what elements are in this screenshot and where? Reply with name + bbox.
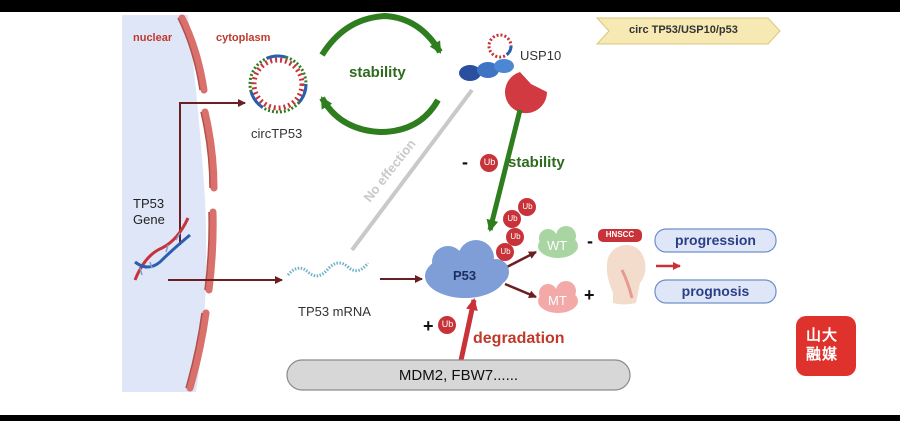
banner-label: circ TP53/USP10/p53 bbox=[629, 24, 738, 36]
stability-p53-label: stability bbox=[508, 154, 565, 171]
no-effection-line bbox=[350, 88, 474, 252]
stability-cycle-arrow-top bbox=[319, 12, 443, 57]
usp10-label: USP10 bbox=[520, 48, 562, 63]
bottom-frame-bar bbox=[0, 415, 900, 421]
mdm2-fbw7-label: MDM2, FBW7...... bbox=[398, 367, 519, 384]
nucleus-region bbox=[122, 15, 207, 392]
gene-to-circ-arrow bbox=[179, 99, 246, 245]
circtp53-label: circTP53 bbox=[251, 126, 303, 141]
logo-text-line1: 山大 bbox=[806, 327, 839, 344]
tp53-mrna-strand bbox=[286, 261, 370, 278]
stability-cycle-arrow-bottom bbox=[319, 96, 441, 136]
ub-degradation-icon bbox=[438, 316, 456, 334]
ub-stability-label: Ub bbox=[483, 157, 496, 167]
top-frame-bar bbox=[0, 0, 900, 12]
logo-text-line2: 融媒 bbox=[806, 346, 839, 363]
progression-pill bbox=[654, 228, 777, 253]
hnscc-label: HNSCC bbox=[605, 230, 635, 239]
cytoplasm-label: cytoplasm bbox=[216, 32, 271, 44]
tp53-gene-label-line2: Gene bbox=[133, 212, 165, 227]
wt-minus-sign: - bbox=[587, 231, 593, 251]
ub-cluster bbox=[496, 198, 536, 261]
degradation-label: degradation bbox=[473, 330, 565, 347]
p53-to-mt-arrow bbox=[504, 282, 537, 299]
ub-stability-icon bbox=[480, 154, 498, 172]
mt-plus-sign: + bbox=[584, 285, 595, 305]
ub-label-1: Ub bbox=[522, 202, 533, 211]
shanda-media-logo bbox=[796, 316, 856, 376]
degradation-arrow bbox=[457, 298, 478, 366]
tp53-gene-helix bbox=[133, 217, 191, 281]
prognosis-pill bbox=[654, 279, 777, 304]
p53-label: P53 bbox=[453, 268, 477, 283]
ub-label-4: Ub bbox=[500, 247, 511, 256]
nuclear-membrane bbox=[178, 14, 218, 392]
head-neck-icon bbox=[606, 245, 646, 305]
title-banner bbox=[595, 17, 781, 45]
progression-label: progression bbox=[675, 232, 756, 248]
usp10-protein bbox=[459, 33, 548, 114]
hnscc-badge bbox=[598, 229, 642, 242]
ub-label-2: Ub bbox=[507, 214, 518, 223]
nuclear-membrane-outline bbox=[177, 17, 211, 389]
mt-protein bbox=[538, 281, 578, 313]
nuclear-label: nuclear bbox=[133, 32, 173, 44]
prognosis-label: prognosis bbox=[681, 283, 750, 299]
mdm2-fbw7-pill bbox=[286, 359, 631, 391]
usp10-stability-arrow bbox=[486, 109, 523, 232]
ub-degradation-label: Ub bbox=[441, 319, 454, 329]
circtp53-ring bbox=[248, 54, 308, 114]
tp53-mrna-label: TP53 mRNA bbox=[298, 304, 371, 319]
degradation-plus-sign: + bbox=[423, 316, 434, 336]
wt-label: WT bbox=[547, 238, 568, 253]
p53-to-wt-arrow bbox=[504, 250, 537, 270]
ub-label-3: Ub bbox=[510, 232, 521, 241]
mt-label: MT bbox=[548, 293, 567, 308]
tp53-gene-label-line1: TP53 bbox=[133, 196, 165, 211]
p53-protein bbox=[425, 240, 509, 298]
stability-cycle-label: stability bbox=[349, 64, 406, 81]
wt-protein bbox=[538, 226, 578, 258]
stability-minus-sign: - bbox=[462, 152, 468, 172]
